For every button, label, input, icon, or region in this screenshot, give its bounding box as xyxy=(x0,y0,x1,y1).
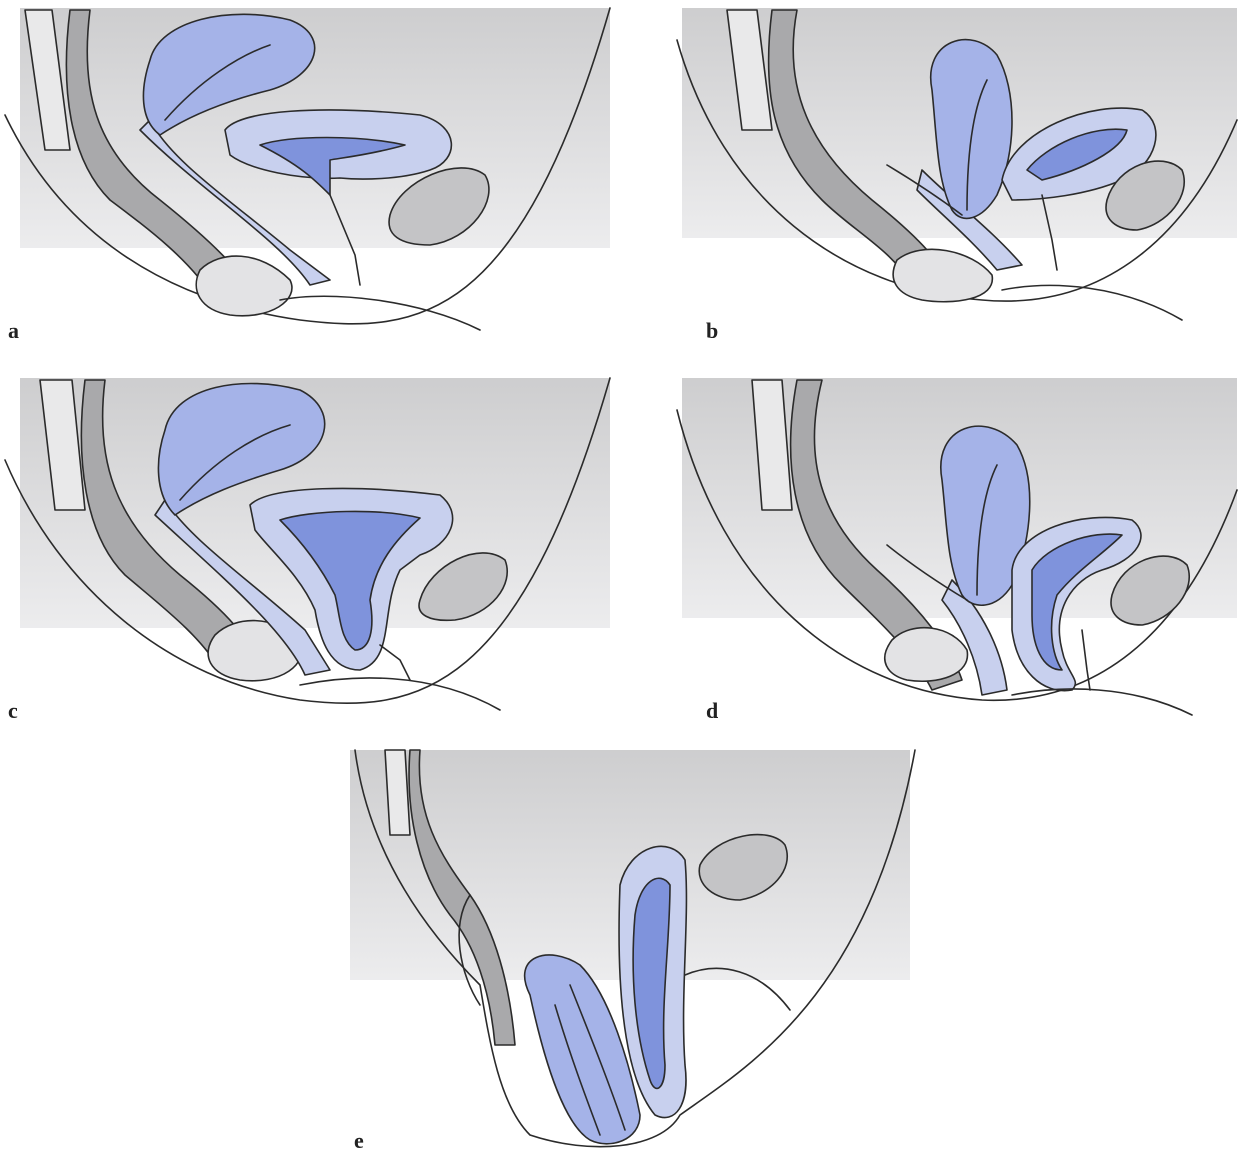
panel-label-e: e xyxy=(354,1128,364,1154)
spine-column xyxy=(385,750,410,835)
labia-outline xyxy=(1012,689,1192,715)
panel-e-illustration xyxy=(330,745,920,1155)
perineal-body xyxy=(893,249,992,301)
panel-d-illustration xyxy=(622,370,1243,730)
diagram-panel-e xyxy=(330,745,920,1155)
panel-label-c: c xyxy=(8,698,18,724)
labia-outline xyxy=(280,296,480,330)
panel-label-b: b xyxy=(706,318,718,344)
diagram-panel-d xyxy=(622,370,1243,730)
perineal-body xyxy=(885,628,968,682)
panel-label-a: a xyxy=(8,318,19,344)
panel-c-illustration xyxy=(0,370,620,730)
panel-a-illustration xyxy=(0,0,620,350)
labia-outline xyxy=(1002,285,1182,320)
diagram-panel-b xyxy=(622,0,1243,350)
panel-b-illustration xyxy=(622,0,1243,350)
perineal-body xyxy=(196,256,292,316)
labia-outline xyxy=(300,678,500,710)
diagram-panel-a xyxy=(0,0,620,350)
panel-label-d: d xyxy=(706,698,718,724)
urethra xyxy=(380,645,410,680)
diagram-panel-c xyxy=(0,370,620,730)
